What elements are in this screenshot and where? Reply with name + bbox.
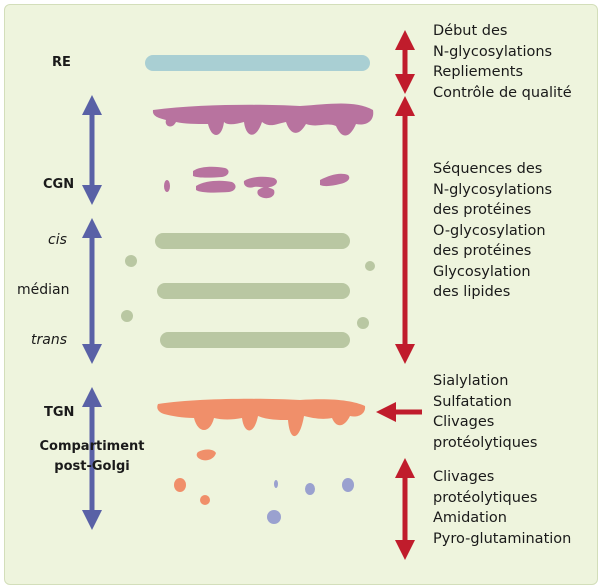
note-line: Sulfatation [433,393,512,410]
tgn-note: Sialylation Sulfatation Clivages protéol… [433,371,537,453]
cgn-membrane [152,103,374,136]
note-line: Amidation [433,510,507,526]
note-line: O-glycosylation [433,222,546,239]
median-cisterna [157,283,350,299]
post-golgi-label-line: post-Golgi [54,459,130,474]
secretory-granule [174,478,186,492]
note-line: protéolytiques [433,489,538,506]
median-label: médian [17,282,70,298]
tgn-label: TGN [44,405,75,420]
cis-cisterna [155,233,350,249]
note-line: Glycosylation [433,263,531,280]
note-line: des protéines [433,202,532,218]
golgi-vesicle [365,261,375,271]
trans-cisterna [160,332,350,348]
note-line: Séquences des [433,161,543,177]
cgn-fragment [196,180,236,193]
cgn-fragment [320,173,350,187]
secretory-granule [200,495,210,505]
golgi-note: Séquences des N-glycosylations des proté… [433,159,552,303]
note-line: Début des [433,23,508,39]
note-line: des lipides [433,284,511,300]
secretory-granule [196,449,216,461]
cgn-fragment [243,176,277,188]
vesicle [305,483,315,495]
cgn-fragment [257,187,275,199]
golgi-vesicle [357,317,369,329]
vesicle [342,478,354,492]
note-line: Repliements [433,64,524,80]
note-line: Sialylation [433,373,509,389]
vesicle [267,510,281,524]
cgn-label: CGN [43,177,75,192]
note-line: N-glycosylations [433,43,553,60]
note-line: Clivages [433,414,495,430]
note-line: N-glycosylations [433,181,553,198]
cis-label: cis [48,232,67,248]
cgn-fragment [193,166,229,178]
note-line: Pyro-glutamination [433,530,572,547]
note-line: Contrôle de qualité [433,84,572,101]
vesicle [274,480,278,488]
tgn-membrane [157,398,366,437]
post-golgi-label-line: Compartiment [39,439,145,454]
post-golgi-note: Clivages protéolytiques Amidation Pyro-g… [433,467,571,549]
note-line: protéolytiques [433,434,538,451]
re-label: RE [52,55,71,70]
cgn-vesicle [164,180,170,192]
post-golgi-label: Compartiment post-Golgi [30,437,154,477]
trans-label: trans [31,332,67,348]
re-note: Début des N-glycosylations Repliements C… [433,21,572,103]
re-cisterna [145,55,370,71]
golgi-vesicle [125,255,137,267]
note-line: des protéines [433,243,532,259]
golgi-vesicle [121,310,133,322]
note-line: Clivages [433,469,495,485]
